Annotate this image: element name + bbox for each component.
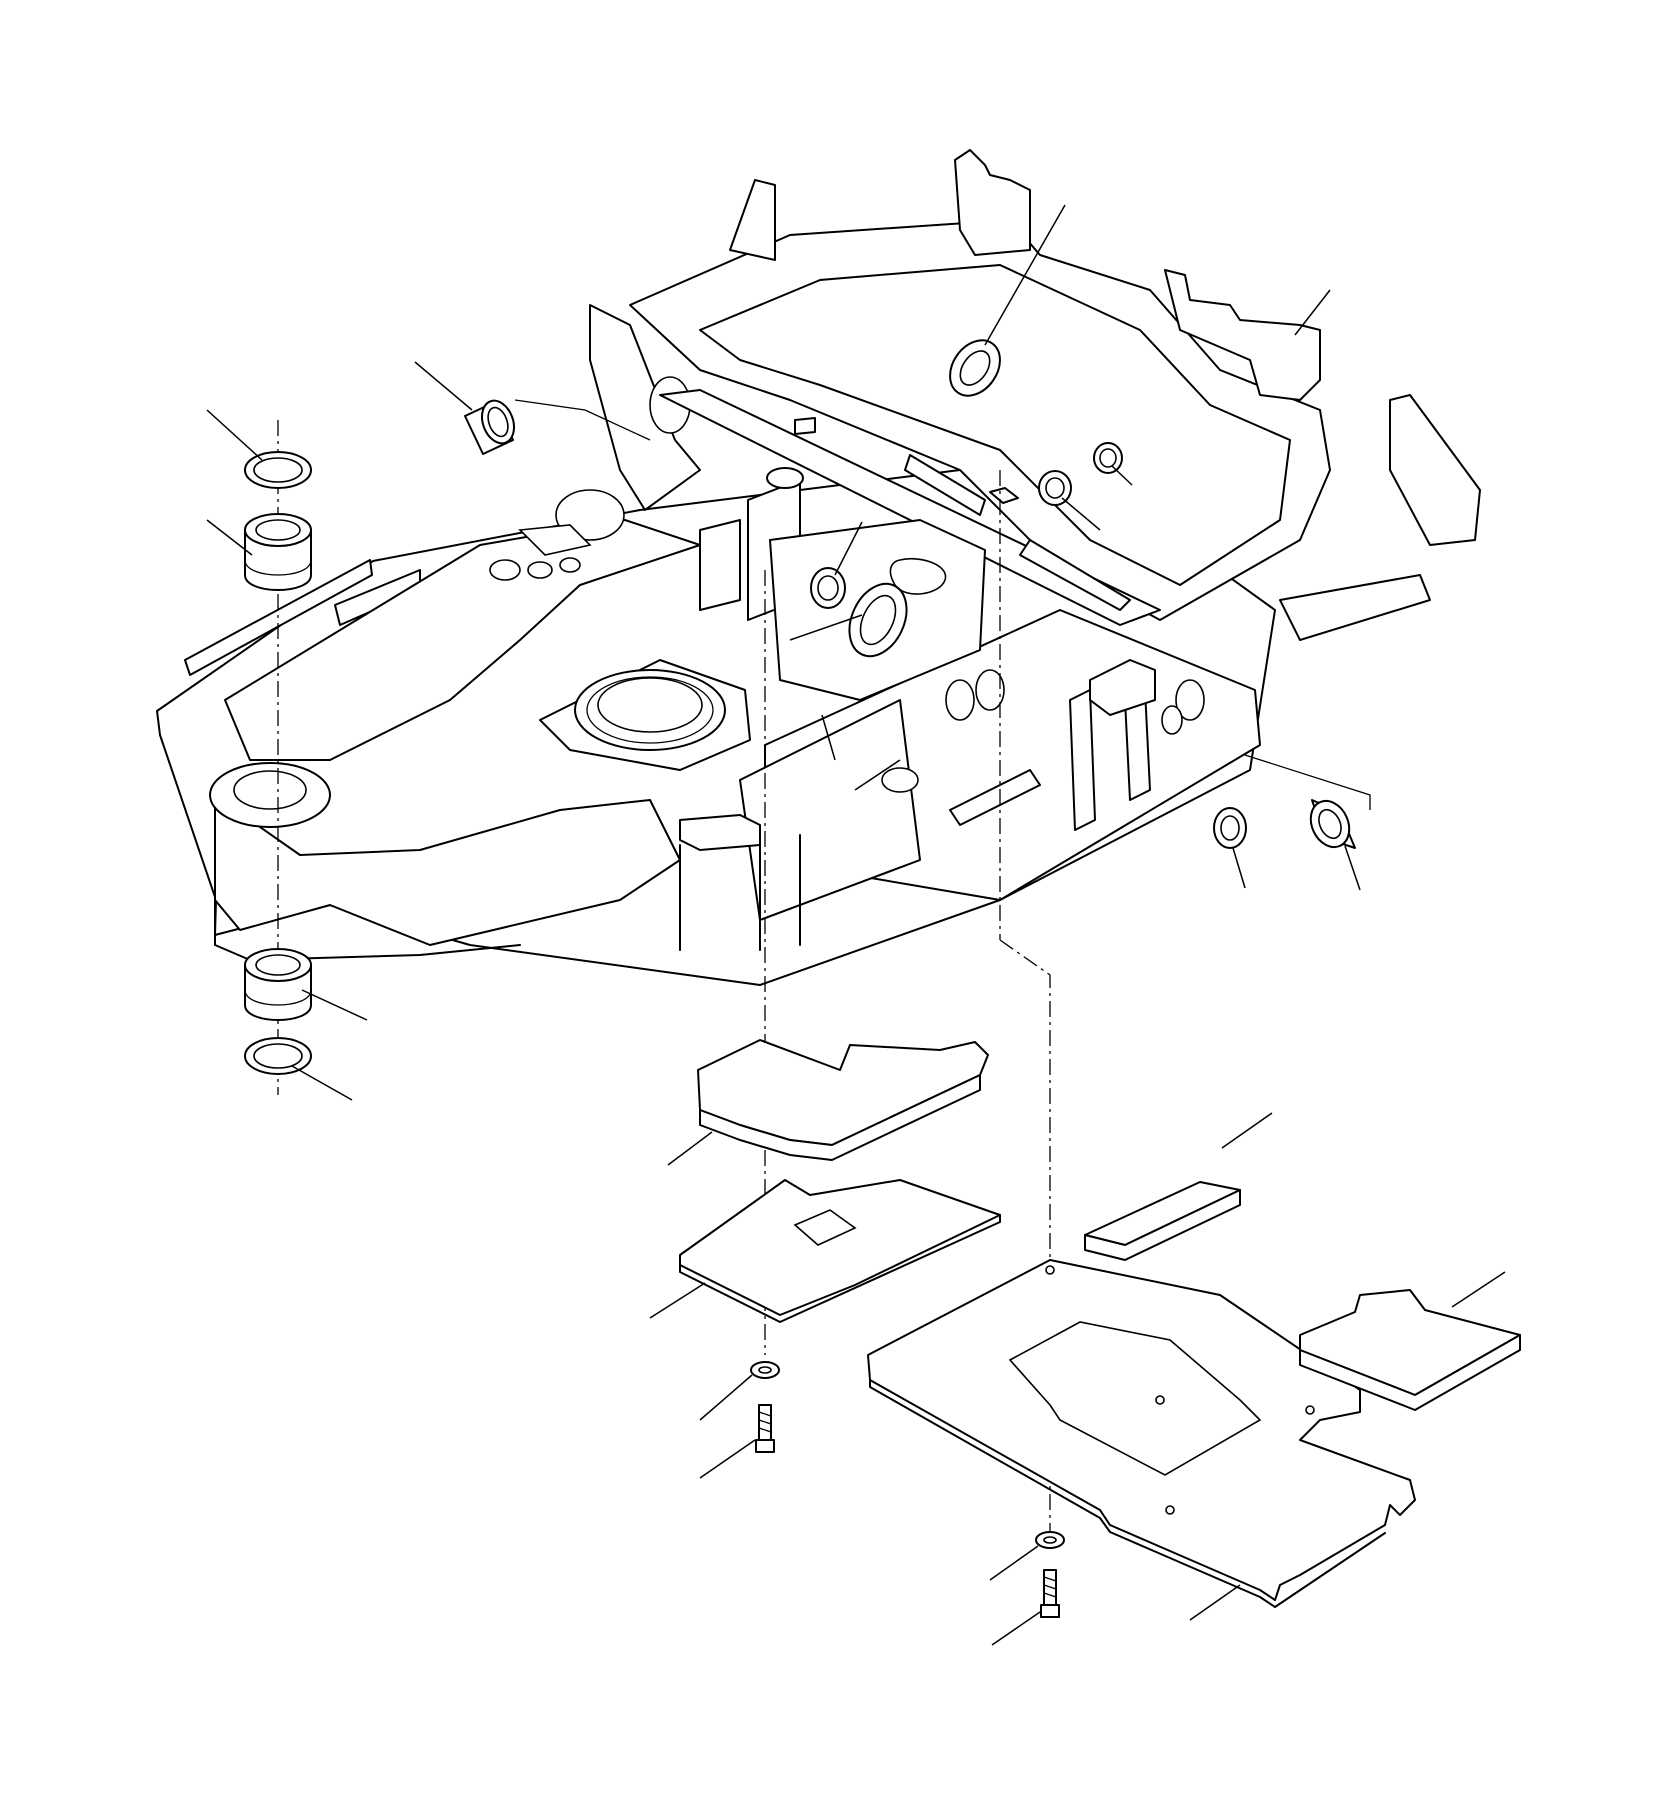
seal-guide-right [1244, 754, 1371, 810]
upper-frame-assembly [156, 149, 1481, 986]
leader-oval-grommet-center [789, 614, 863, 641]
rear-gusset-left [729, 179, 776, 261]
floor-cover-hole-3 [1305, 1405, 1315, 1415]
left-under-cover-window [793, 1209, 857, 1246]
rubber-block-side [1084, 1189, 1241, 1261]
deck-hole-1 [489, 559, 521, 581]
swing-bearing-inner [586, 676, 714, 744]
upper-bushing-bore [255, 519, 301, 541]
right-side-panel-side [1299, 1334, 1521, 1411]
bolt-right-thread [1043, 1576, 1057, 1598]
upper-shim-ring-bore [253, 457, 303, 483]
leader-lower-bushing [301, 989, 368, 1021]
lower-bushing-band [244, 989, 312, 1006]
leader-center-plate [854, 759, 901, 791]
grommet-rear-1-bore [1045, 477, 1065, 499]
right-rear-bracket [1164, 269, 1321, 401]
lower-bushing-bore [255, 954, 301, 976]
deck-slot [518, 524, 592, 556]
leader-washer-left [699, 1374, 753, 1421]
floor-cover-hole-4 [1165, 1505, 1175, 1515]
center-post-side [699, 519, 741, 611]
bolt-left-thread [758, 1411, 772, 1433]
leader-bolt-right [991, 1611, 1041, 1646]
leader-lower-shim [291, 1065, 353, 1101]
leader-washer-right [989, 1545, 1039, 1581]
floor-cover-hole-2 [1155, 1395, 1165, 1405]
upper-bushing [244, 529, 312, 591]
leader-grommet-top-left [414, 361, 473, 411]
grommet-right-2-bore [1318, 808, 1342, 840]
leader-right-side-panel [1451, 1271, 1506, 1308]
leader-oval-grommet-top [984, 204, 1066, 346]
deck-hole-2 [527, 561, 553, 579]
bolt-left-head [755, 1439, 775, 1453]
under-covers [679, 1039, 1521, 1608]
leader-lines [206, 204, 1506, 1646]
leader-rubber-block [1221, 1112, 1273, 1149]
lower-bracket [679, 814, 761, 851]
washer-left-bore [758, 1366, 772, 1374]
upper-bushing-band [244, 559, 312, 576]
leader-grommet-right-2 [1344, 845, 1361, 891]
seal-guide-left [514, 399, 651, 441]
grommet-rear-2-bore [1099, 448, 1117, 468]
leader-upper-shim [206, 409, 263, 461]
deck-hole-3 [559, 557, 581, 573]
side-plate-hole-1 [945, 679, 975, 721]
leader-left-under-cover [649, 1282, 706, 1319]
large-floor-cover-edge [869, 1379, 1386, 1608]
square-block [989, 487, 1019, 504]
rear-left-upright [589, 304, 701, 511]
rear-tall-bracket [954, 149, 1031, 256]
leader-right-rear-bracket [1294, 289, 1331, 336]
right-post-cap [1089, 659, 1156, 716]
boom-pivot-bore [233, 770, 307, 810]
front-left-plate [739, 699, 921, 921]
grommet-right-1-bore [1220, 815, 1240, 841]
leader-rubber-strip [821, 714, 836, 761]
side-plate-hole-4 [1161, 705, 1183, 735]
leader-upper-bushing [206, 519, 253, 556]
fasteners [750, 1361, 1065, 1618]
lower-shim-ring-bore [253, 1043, 303, 1069]
cross-beam-pad-3 [1019, 539, 1131, 611]
leader-bolt-left [699, 1439, 756, 1479]
slot-oval [889, 557, 947, 595]
washer-right-bore [1043, 1536, 1057, 1544]
side-plate-slot [949, 769, 1041, 826]
leader-grommet-rear-2 [1111, 465, 1133, 486]
center-post-top [766, 467, 804, 489]
large-floor-cover-window [1008, 1321, 1262, 1476]
oval-grommet-top-bore [959, 350, 991, 386]
front-plate-boss [881, 767, 919, 793]
right-side-channel [1279, 574, 1431, 641]
cross-beam-pad-1 [794, 417, 816, 435]
leader-foam-pad [667, 1131, 713, 1166]
swing-bearing-bore [597, 677, 703, 733]
bolt-right-head [1040, 1604, 1060, 1618]
floor-cover-hole-1 [1045, 1265, 1055, 1275]
leader-grommet-center-1 [834, 521, 863, 576]
left-under-cover-edge [679, 1214, 1001, 1323]
leader-grommet-rear-1 [1061, 497, 1101, 531]
upper-deck-inner [699, 264, 1291, 586]
oval-grommet-center-bore [859, 594, 897, 646]
grommet-top-left-bore [487, 406, 509, 438]
side-plate-hole-3 [1175, 679, 1205, 721]
foam-pad-side [699, 1074, 981, 1161]
cross-beam-pad-2 [904, 454, 986, 516]
right-vertical-plate [1389, 394, 1481, 546]
grommets [464, 339, 1356, 849]
side-plate-hole-2 [975, 669, 1005, 711]
grommet-center-1-bore [817, 575, 839, 601]
pivot-bushings [244, 451, 312, 1075]
leader-grommet-right-1 [1232, 847, 1246, 889]
leader-large-floor-cover [1189, 1584, 1241, 1621]
right-post-1 [1069, 689, 1096, 831]
